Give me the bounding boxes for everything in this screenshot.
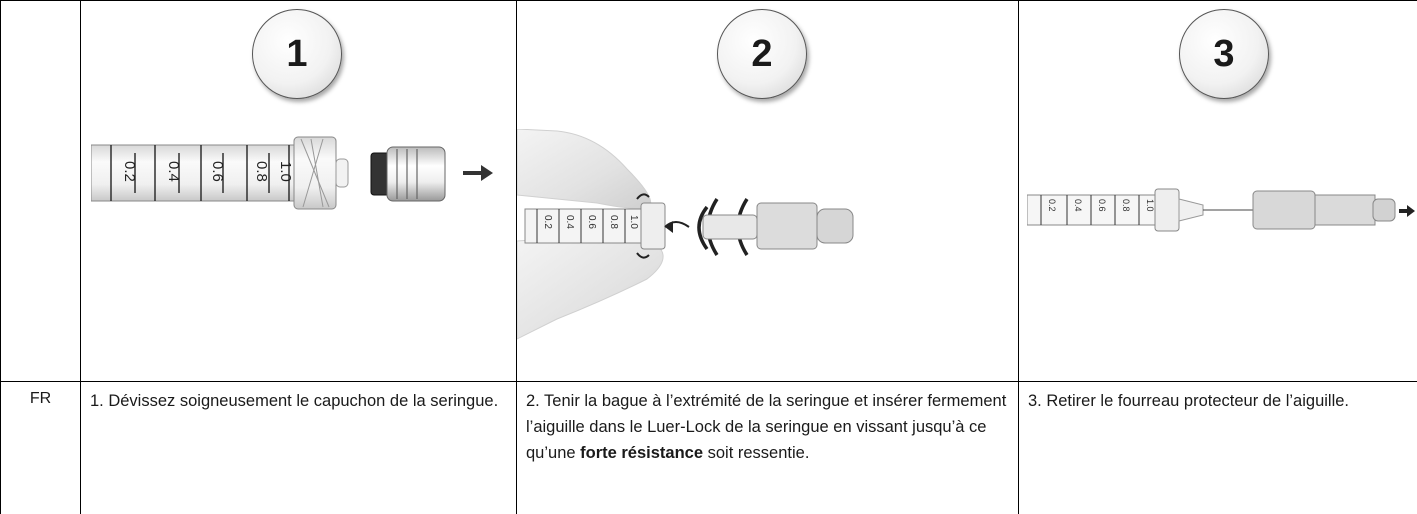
scale-label: 0.8 <box>1121 199 1131 212</box>
scale-label: 0.2 <box>121 161 138 182</box>
scale-label: 1.0 <box>628 215 639 229</box>
scale-label: 0.8 <box>608 215 619 229</box>
step-2-text: 2. Tenir la bague à l’extrémité de la se… <box>517 382 1019 514</box>
scale-label: 1.0 <box>1145 199 1155 212</box>
scale-label: 0.8 <box>253 161 270 182</box>
scale-label: 0.4 <box>564 215 575 229</box>
scale-label: 0.2 <box>1047 199 1057 212</box>
scale-label: 0.6 <box>209 161 226 182</box>
needle-attach-illustration: 0.2 0.4 0.6 0.8 1.0 <box>517 129 1017 379</box>
step-text: soit ressentie. <box>703 444 809 462</box>
step-3-image-cell: 3 0.2 0.4 0.6 0.8 1.0 <box>1019 1 1417 382</box>
step-number-badge: 2 <box>717 9 807 99</box>
scale-label: 0.2 <box>542 215 553 229</box>
step-number-badge: 3 <box>1179 9 1269 99</box>
step-text: 3. Retirer le fourreau protecteur de l’a… <box>1028 392 1349 410</box>
step-number-badge: 1 <box>252 9 342 99</box>
scale-label: 0.4 <box>1073 199 1083 212</box>
step-1-text: 1. Dévissez soigneusement le capuchon de… <box>81 382 517 514</box>
scale-label: 0.6 <box>1097 199 1107 212</box>
image-row: 1 <box>1 1 1417 382</box>
scale-label: 0.6 <box>586 215 597 229</box>
scale-label: 1.0 <box>277 161 294 182</box>
empty-corner-cell <box>1 1 81 382</box>
text-row: FR 1. Dévissez soigneusement le capuchon… <box>1 382 1417 514</box>
step-1-image-cell: 1 <box>81 1 517 382</box>
step-3-text: 3. Retirer le fourreau protecteur de l’a… <box>1019 382 1417 514</box>
language-code: FR <box>1 382 81 514</box>
scale-label: 0.4 <box>165 161 182 182</box>
syringe-cap-unscrew-illustration: 0.2 0.4 0.6 0.8 1.0 <box>91 129 511 239</box>
needle-shield-removal-illustration: 0.2 0.4 0.6 0.8 1.0 <box>1027 181 1417 241</box>
step-text-bold: forte résistance <box>580 444 703 462</box>
step-text: 1. Dévissez soigneusement le capuchon de… <box>90 392 498 410</box>
step-2-image-cell: 2 0.2 0.4 0.6 0.8 1.0 <box>517 1 1019 382</box>
